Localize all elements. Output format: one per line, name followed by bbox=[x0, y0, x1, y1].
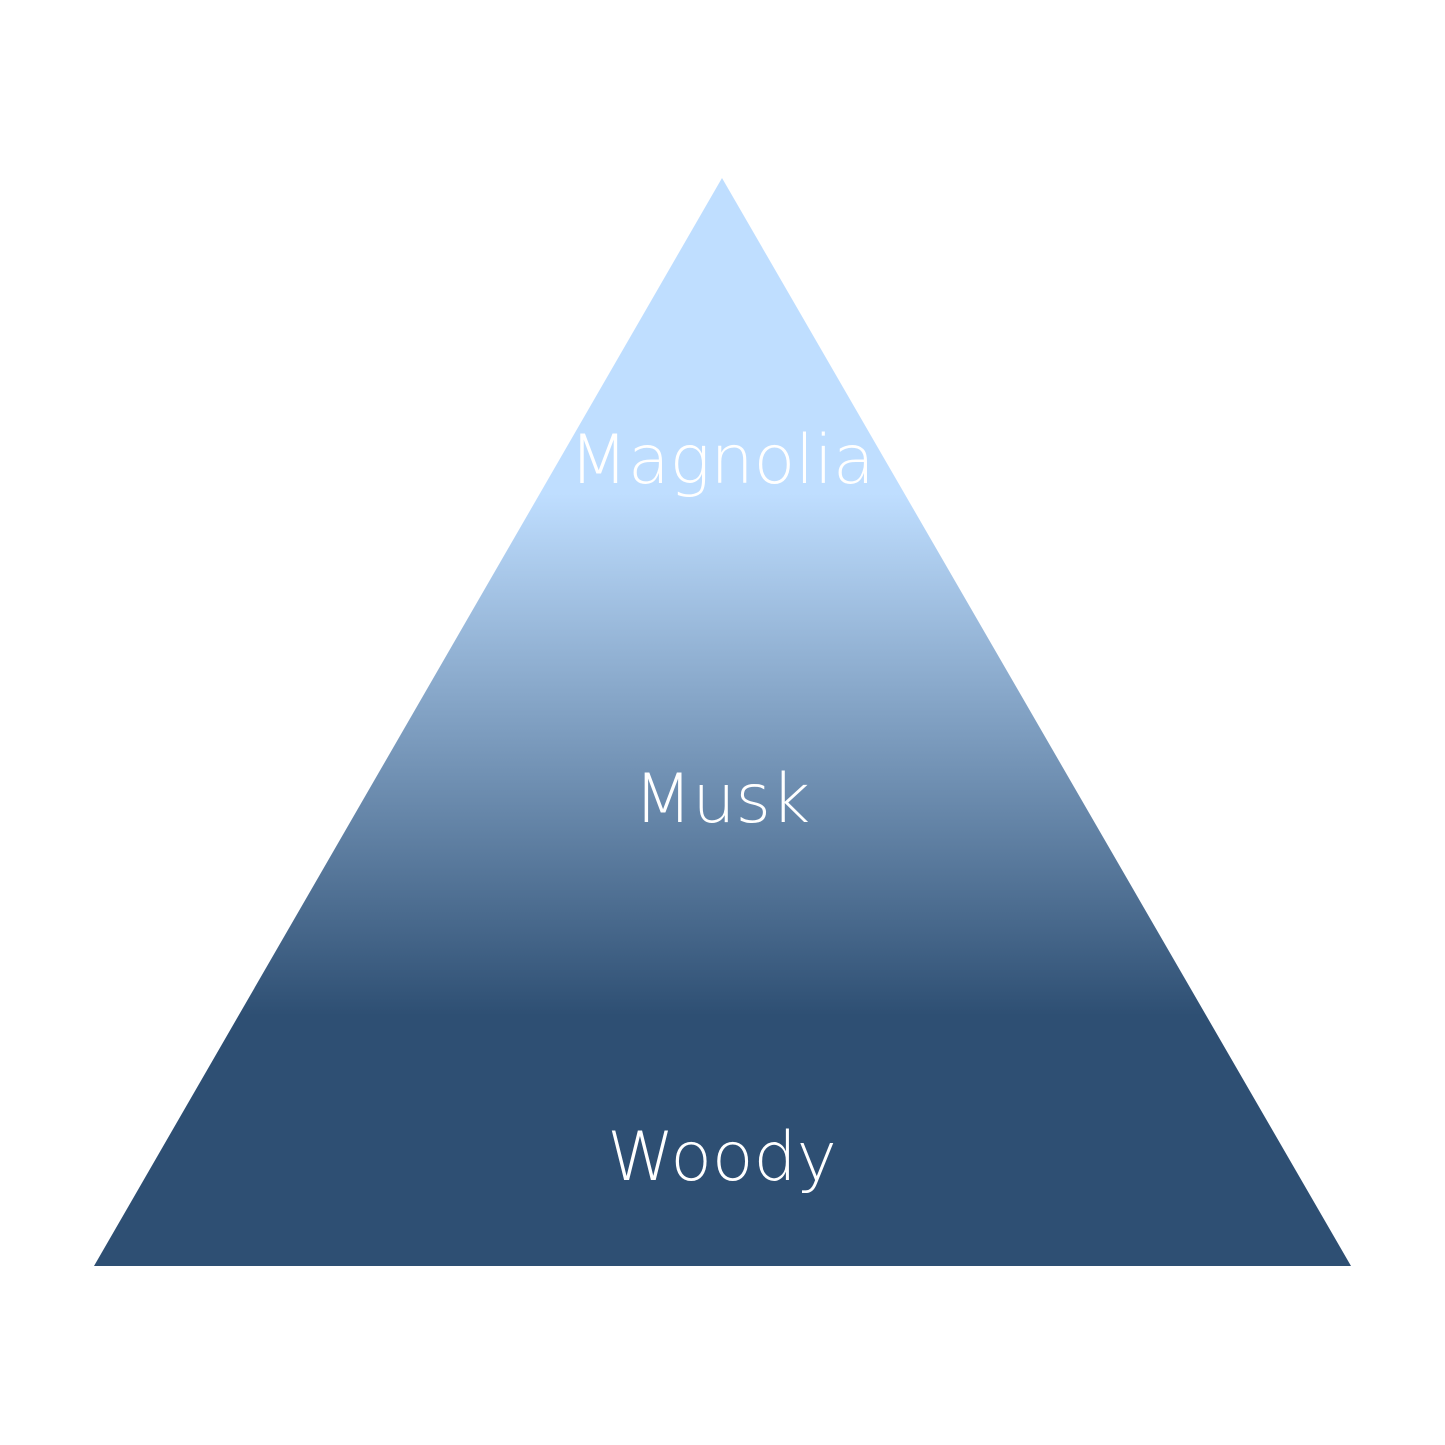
pyramid-triangle bbox=[94, 178, 1351, 1266]
tier-label-middle: Musk bbox=[634, 760, 811, 839]
tier-label-top: Magnolia bbox=[569, 421, 874, 500]
tier-label-bottom: Woody bbox=[607, 1118, 837, 1197]
